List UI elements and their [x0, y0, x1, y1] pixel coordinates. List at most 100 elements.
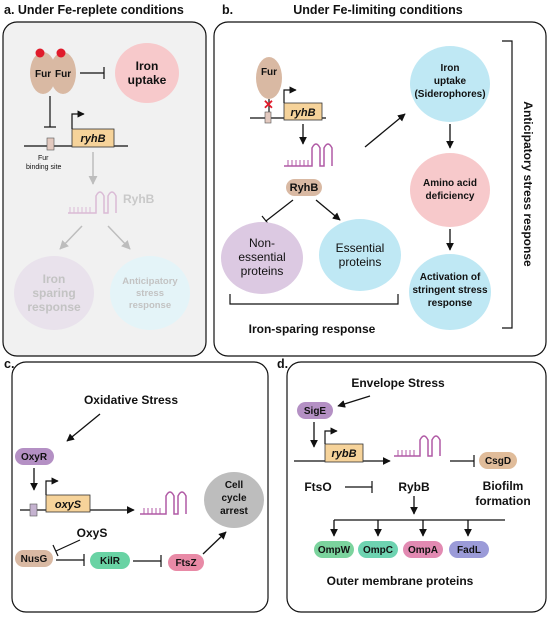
anticipatory-label: response — [129, 300, 171, 311]
oxyS-protein-label: OxyS — [77, 526, 108, 540]
iron-uptake-label: uptake — [128, 73, 167, 87]
panel-a-title: a. Under Fe-replete conditions — [4, 3, 184, 17]
kilR-node — [90, 552, 130, 569]
ompA-label: OmpA — [408, 545, 438, 556]
iron-sparing-label: Iron-sparing response — [249, 322, 376, 336]
panel-b-subtitle: Under Fe-limiting conditions — [293, 3, 462, 17]
iron-uptake-label: Iron — [136, 59, 159, 73]
panel-c-box — [11, 361, 269, 613]
oxyS-rna — [140, 491, 187, 515]
arrest-label: cycle — [221, 493, 246, 504]
ryhB-gene-label: ryhB — [80, 133, 105, 145]
biofilm-label: formation — [475, 494, 530, 508]
cell-cycle-arrest-node — [204, 472, 264, 528]
essential-label: proteins — [339, 255, 382, 269]
stringent-node — [409, 254, 491, 330]
ryhB-rna-faded — [68, 191, 117, 214]
fur-right-label: Fur — [55, 69, 71, 80]
ftsZ-label: FtsZ — [175, 558, 196, 569]
anticipatory-node-faded — [110, 256, 190, 330]
panel-c-title: c. — [4, 357, 14, 371]
oxyS-gene-label: oxyS — [55, 499, 82, 511]
promoter-arrow — [45, 477, 59, 495]
iron-sparing-label: response — [27, 300, 81, 314]
iron-uptake-label: uptake — [434, 76, 467, 87]
panel-a: a. Under Fe-replete conditions Fur Fur I… — [2, 3, 207, 357]
iron-uptake-label: Iron — [441, 63, 460, 74]
anticipatory-label: Anticipatory stress response — [521, 101, 535, 267]
iron-uptake-node — [115, 43, 179, 103]
rybB-rna — [394, 435, 441, 457]
promoter-arrow — [71, 110, 85, 129]
ftsO-label: FtsO — [304, 480, 331, 494]
fur-binding-site-box — [46, 137, 55, 151]
iron-sparing-node-faded — [14, 256, 94, 330]
sigE-label: SigE — [304, 406, 327, 417]
panel-b: b. Under Fe-limiting conditions Fur ✕ ry… — [213, 3, 547, 357]
fadL-node — [449, 541, 489, 558]
amino-acid-label: deficiency — [426, 191, 475, 202]
ompA-node — [403, 541, 443, 558]
csgD-label: CsgD — [485, 456, 511, 467]
ompC-label: OmpC — [363, 545, 393, 556]
oxidative-stress-label: Oxidative Stress — [84, 393, 178, 407]
fur-left-label: Fur — [35, 69, 51, 80]
fur-site-label: Fur — [38, 155, 49, 162]
ryhB-gene-label: ryhB — [290, 107, 315, 119]
rybB-gene-label: rybB — [331, 448, 356, 460]
essential-label: Essential — [336, 241, 385, 255]
iron-sparing-label: Iron — [43, 272, 66, 286]
arrest-label: arrest — [220, 506, 248, 517]
iron-dot — [35, 48, 45, 58]
sigE-node — [297, 402, 333, 419]
ftsZ-node — [168, 554, 204, 571]
ryhB-faded-label: RyhB — [123, 192, 155, 206]
ryhB-gene-box — [283, 102, 323, 121]
envelope-stress-label: Envelope Stress — [351, 376, 445, 390]
iron-dot — [56, 48, 66, 58]
anticipatory-label: stress — [136, 288, 164, 299]
iron-uptake-node — [410, 46, 490, 122]
ryhB-protein-label: RyhB — [290, 182, 319, 194]
biofilm-label: Biofilm — [483, 479, 524, 493]
fadL-label: FadL — [457, 545, 481, 556]
rybB-gene-box — [324, 443, 364, 463]
stringent-label: response — [428, 298, 473, 309]
ryhB-protein-node — [286, 179, 322, 196]
oxyR-label: OxyR — [21, 452, 48, 463]
iron-uptake-label: (Siderophores) — [414, 89, 485, 100]
panel-d-title: d. — [277, 357, 288, 371]
ryhB-gene-box — [71, 128, 115, 148]
rybB-protein-label: RybB — [398, 480, 430, 494]
panel-b-title: b. — [222, 3, 233, 17]
fur-site-label: binding site — [26, 164, 62, 171]
iron-sparing-bracket — [229, 294, 399, 305]
fur-monomer — [256, 57, 282, 99]
fur-label: Fur — [261, 67, 277, 78]
kilR-label: KilR — [100, 556, 121, 567]
nusG-node — [15, 550, 53, 567]
promoter-arrow — [283, 86, 297, 103]
ompW-node — [314, 541, 354, 558]
promoter-arrow — [324, 427, 338, 444]
oxyR-node — [15, 448, 54, 465]
non-essential-label: essential — [238, 250, 285, 264]
outer-membrane-label: Outer membrane proteins — [327, 574, 474, 588]
ompC-node — [358, 541, 398, 558]
iron-sparing-label: sparing — [32, 286, 75, 300]
essential-node — [319, 219, 401, 291]
csgD-node — [479, 452, 517, 469]
non-essential-label: proteins — [241, 264, 284, 278]
amino-acid-node — [410, 153, 490, 227]
non-essential-label: Non- — [249, 236, 275, 250]
stringent-label: Activation of — [420, 272, 481, 283]
ryhB-rna — [284, 143, 333, 167]
anticipatory-bracket — [502, 40, 513, 329]
nusG-label: NusG — [21, 554, 48, 565]
panel-d: d. Envelope Stress SigE rybB CsgD Biofil… — [277, 357, 547, 613]
panel-c: c. Oxidative Stress OxyR oxyS OxyS NusG … — [4, 357, 269, 613]
oxyS-gene-box — [45, 494, 91, 513]
non-essential-node — [221, 222, 303, 294]
stringent-label: stringent stress — [412, 285, 487, 296]
